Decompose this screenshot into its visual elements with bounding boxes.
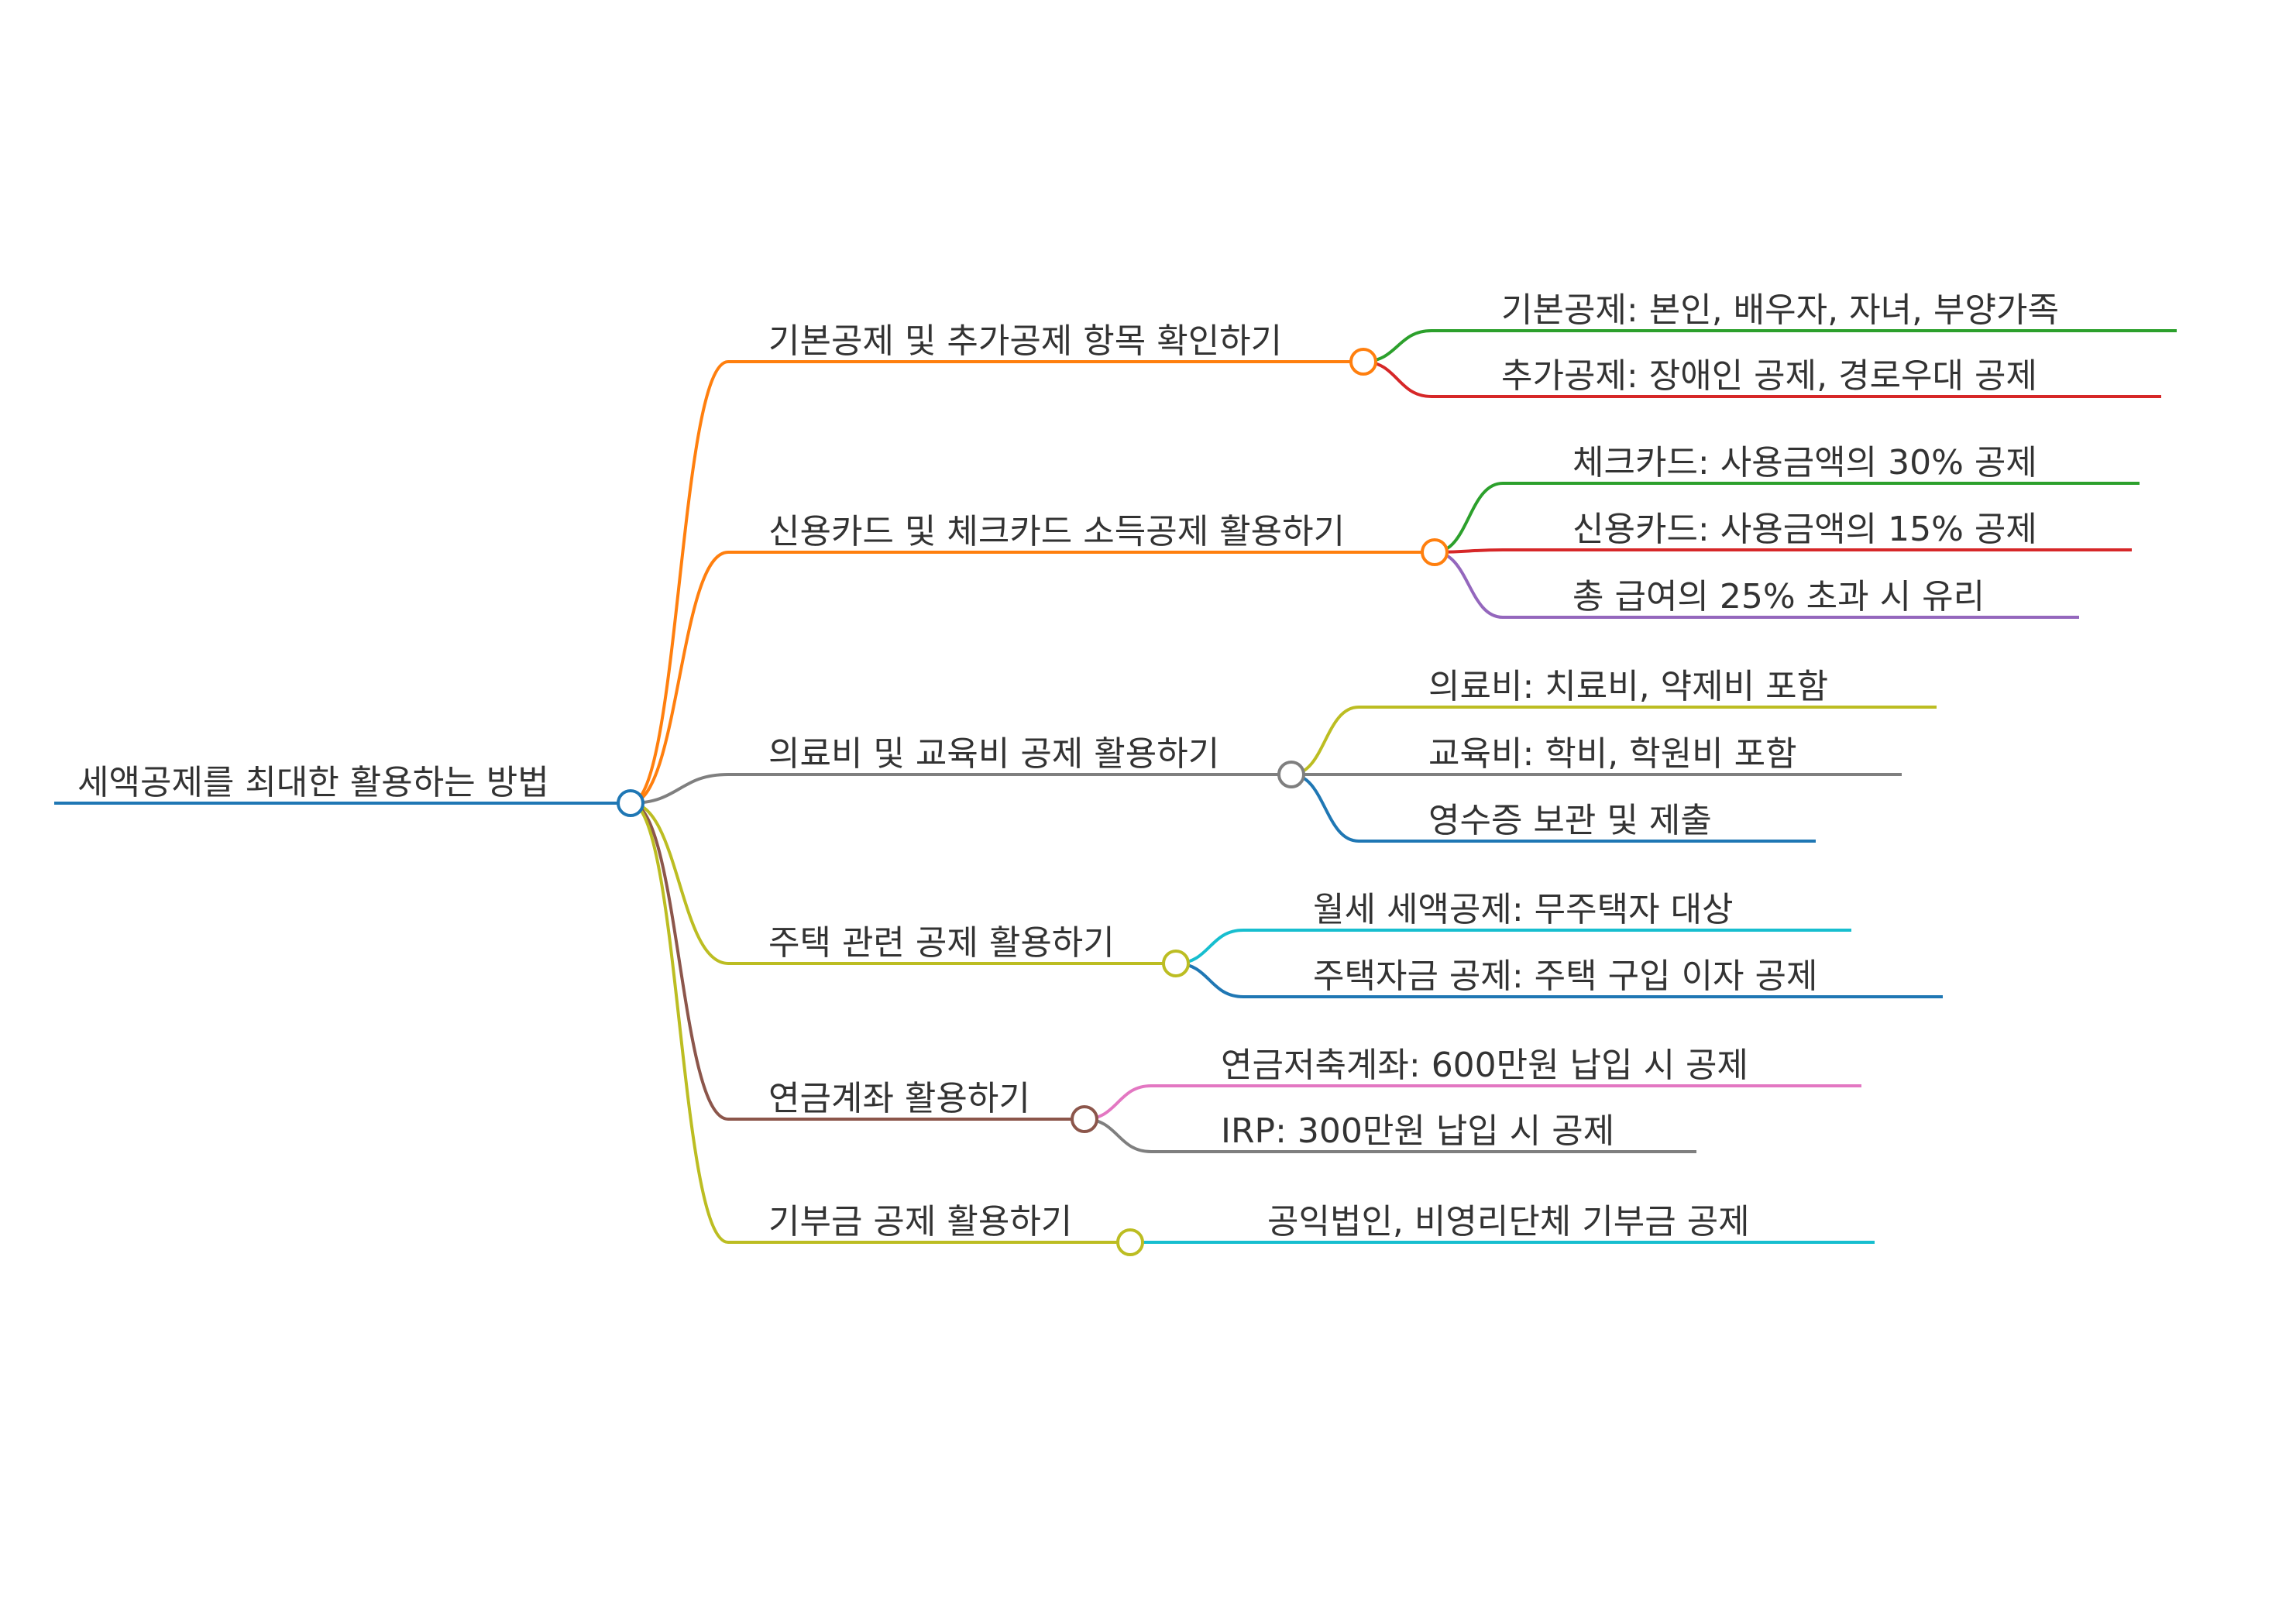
- branch-node-circle[interactable]: [1116, 1228, 1144, 1256]
- branch-node-circle[interactable]: [1162, 950, 1190, 977]
- leaf-topic-label: 신용카드: 사용금액의 15% 공제: [1572, 510, 2037, 549]
- branch-topic-label: 의료비 및 교육비 공제 활용하기: [768, 734, 1219, 774]
- root-node-circle[interactable]: [617, 789, 644, 817]
- label-layer: 세액공제를 최대한 활용하는 방법 기본공제 및 추가공제 항목 확인하기 기본공제…: [77, 290, 2059, 1242]
- branch-node-circle[interactable]: [1071, 1105, 1098, 1133]
- branch-to-leaf-edge: [1291, 773, 1359, 843]
- branch-node-circle[interactable]: [1349, 348, 1377, 376]
- leaf-topic-label: 체크카드: 사용금액의 30% 공제: [1572, 443, 2037, 483]
- node-layer: [617, 348, 1449, 1256]
- branch-topic-label: 기부금 공제 활용하기: [768, 1202, 1072, 1242]
- root-topic-label: 세액공제를 최대한 활용하는 방법: [77, 763, 549, 802]
- branch-topic-label: 기본공제 및 추가공제 항목 확인하기: [768, 321, 1282, 361]
- underline-layer: [54, 329, 2177, 1244]
- root-to-branch-edge: [630, 802, 729, 1244]
- leaf-topic-label: 영수증 보관 및 제출: [1428, 801, 1712, 840]
- branch-topic-label: 연금계좌 활용하기: [768, 1079, 1030, 1118]
- root-to-branch-edge: [630, 802, 729, 965]
- leaf-topic-label: 교육비: 학비, 학원비 포함: [1428, 734, 1797, 774]
- branch-topic-label: 신용카드 및 체크카드 소득공제 활용하기: [768, 512, 1345, 551]
- branch-topic-label: 주택 관련 공제 활용하기: [768, 923, 1115, 963]
- root-to-branch-edge: [630, 773, 729, 805]
- branch-node-circle[interactable]: [1421, 538, 1449, 566]
- leaf-topic-label: 기본공제: 본인, 배우자, 자녀, 부양가족: [1501, 290, 2059, 330]
- leaf-topic-label: 의료비: 치료비, 약제비 포함: [1428, 667, 1828, 706]
- branch-node-circle[interactable]: [1277, 761, 1305, 788]
- leaf-topic-label: 월세 세액공제: 무주택자 대상: [1313, 890, 1734, 929]
- leaf-topic-label: 주택자금 공제: 주택 구입 이자 공제: [1313, 956, 1817, 996]
- leaf-topic-label: IRP: 300만원 납입 시 공제: [1221, 1111, 1614, 1151]
- root-to-branch-edge: [630, 360, 729, 805]
- branch-to-leaf-edge: [1291, 706, 1359, 776]
- leaf-topic-label: 공익법인, 비영리단체 기부금 공제: [1267, 1202, 1750, 1242]
- root-to-branch-edge: [630, 551, 729, 805]
- leaf-topic-label: 연금저축계좌: 600만원 납입 시 공제: [1221, 1046, 1748, 1085]
- branch-to-leaf-edge: [1434, 551, 1504, 619]
- branch-to-leaf-edge: [1434, 482, 1504, 554]
- edge-layer: [630, 329, 1504, 1244]
- leaf-topic-label: 추가공제: 장애인 공제, 경로우대 공제: [1501, 356, 2037, 396]
- leaf-topic-label: 총 급여의 25% 초과 시 유리: [1572, 577, 1985, 616]
- root-to-branch-edge: [630, 802, 729, 1121]
